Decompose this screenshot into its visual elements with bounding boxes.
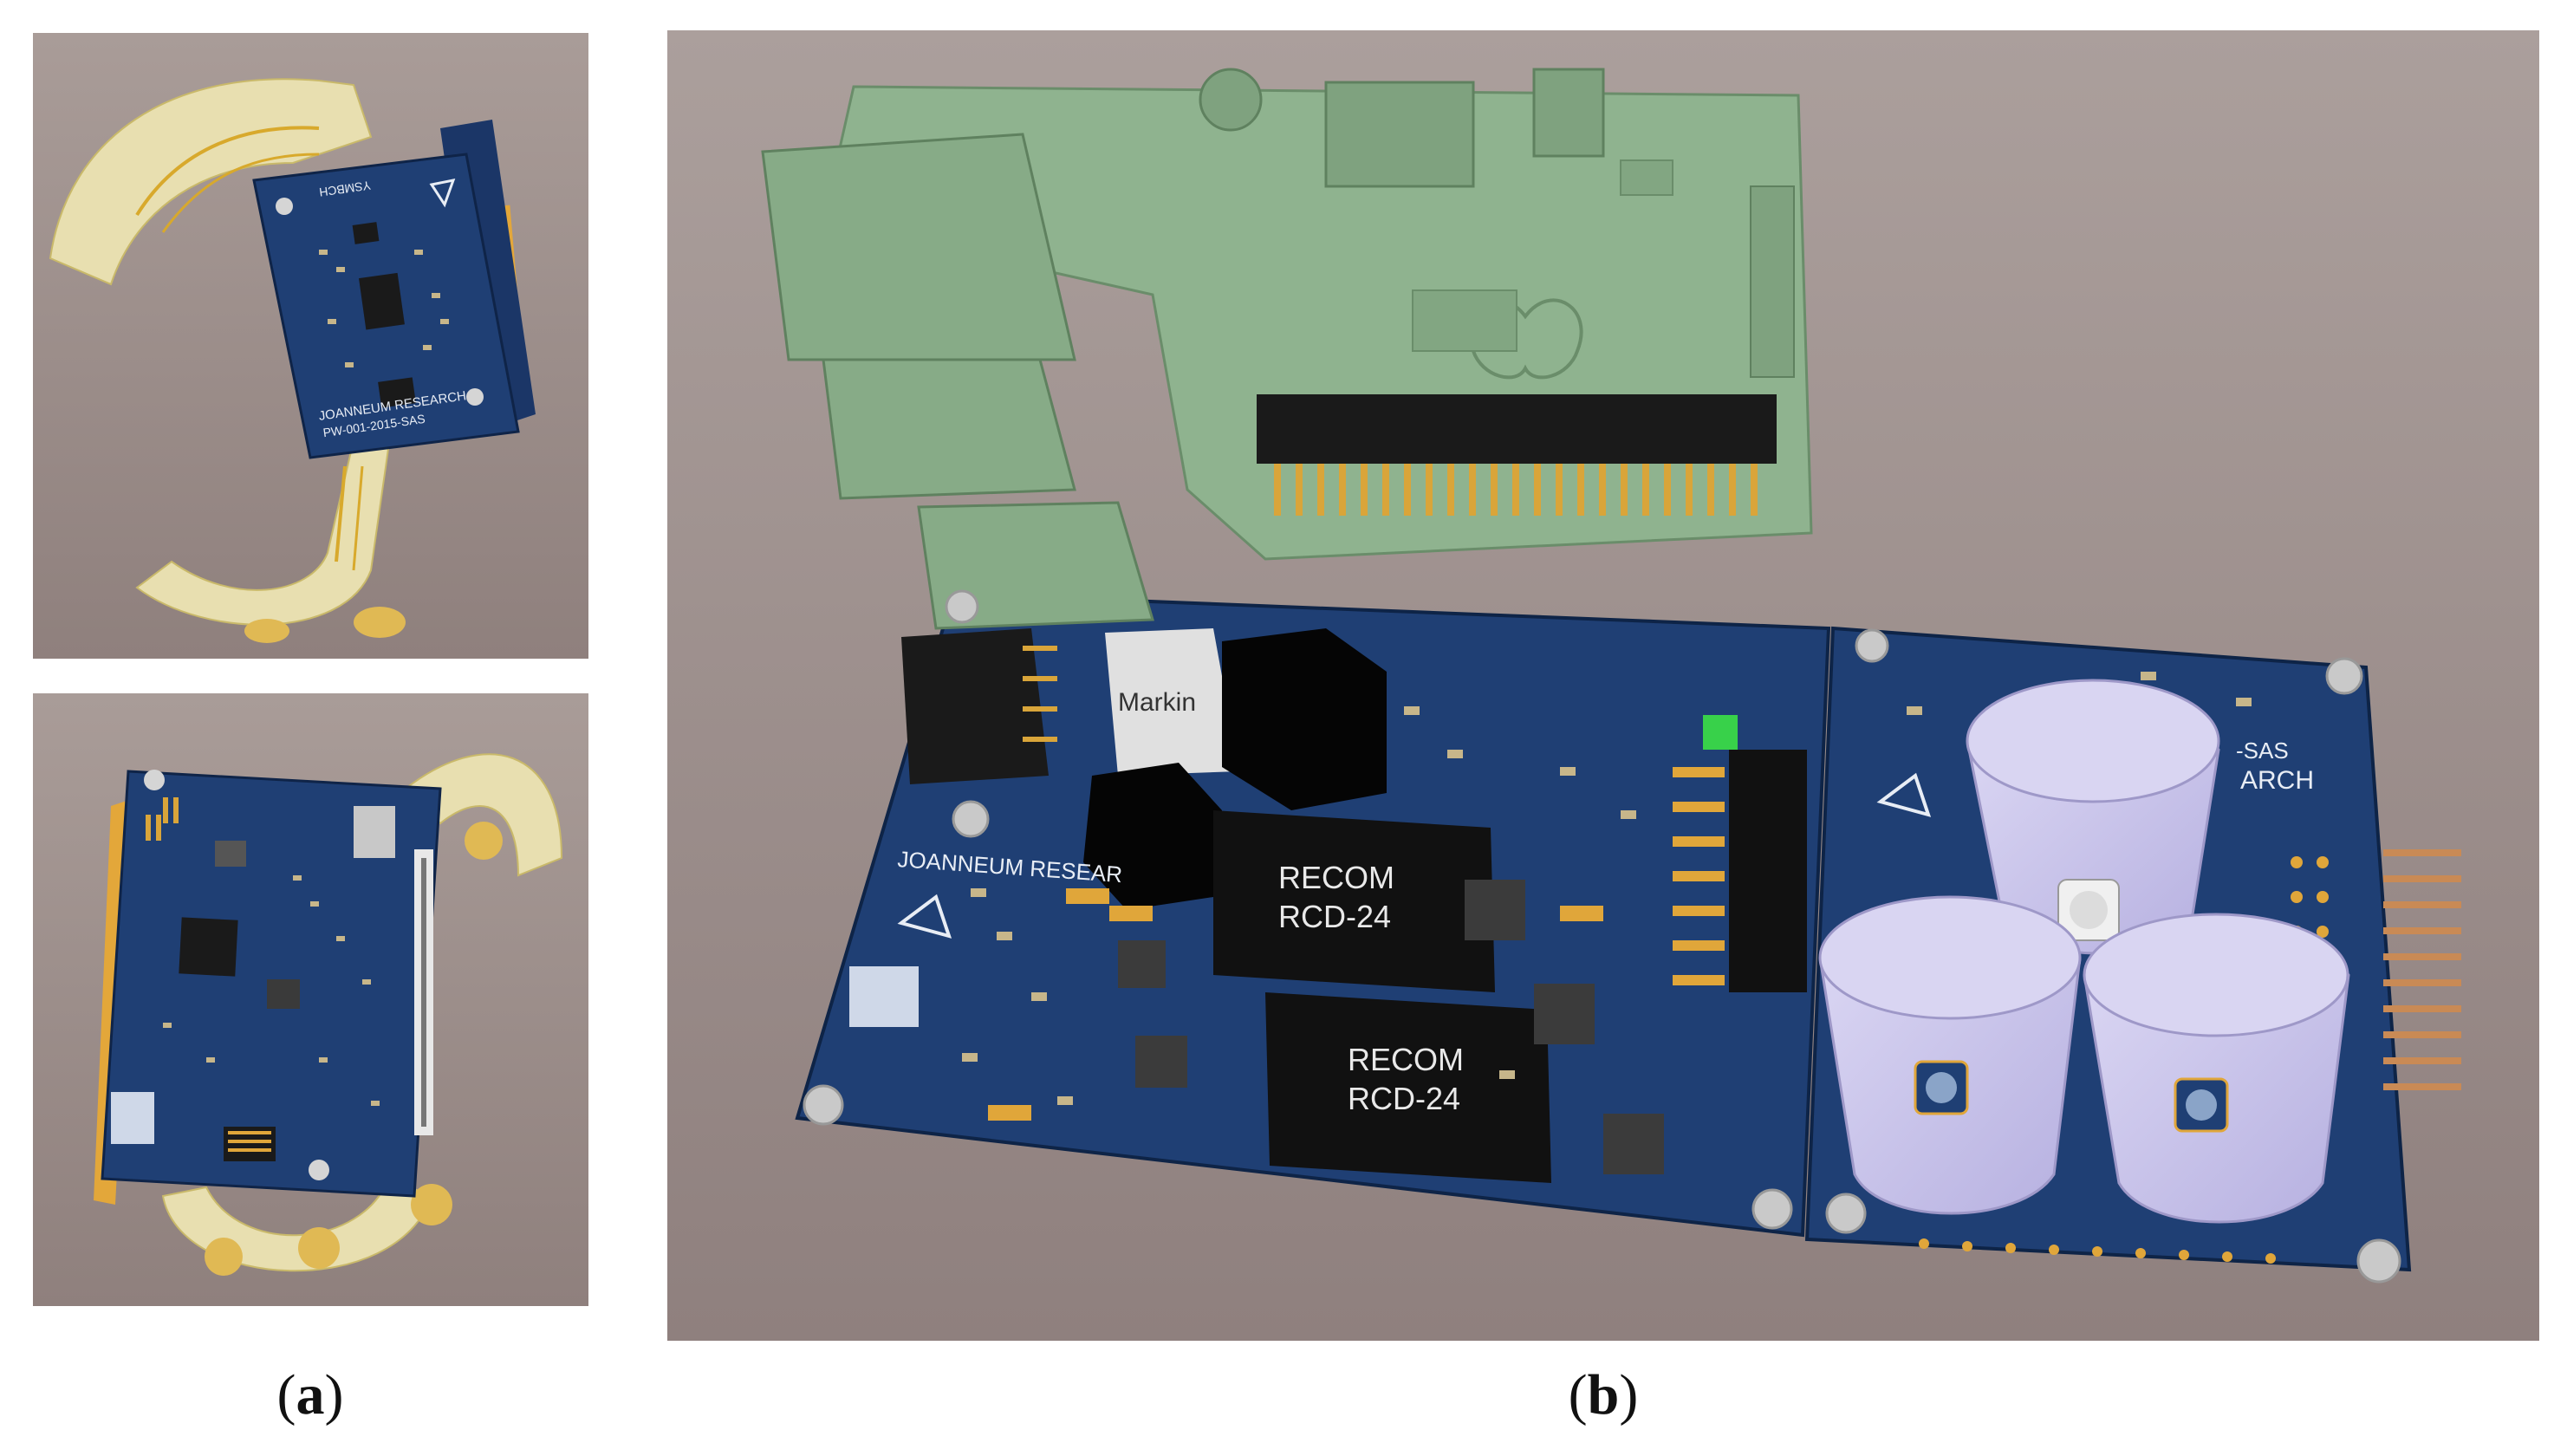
- recom-2-label: RECOM: [1348, 1042, 1464, 1077]
- reflector-cone-left: [1818, 895, 2082, 1215]
- recom-module-2: RECOM RCD-24: [1265, 992, 1551, 1183]
- panel-a-top-render: YSMBCH JOANNEUM RESEARCH PW-001-2015-SAS: [33, 33, 588, 659]
- reflector-cone-right: [2083, 913, 2350, 1224]
- brand-right-top: -SAS: [2236, 738, 2289, 764]
- panel-b-render: Markin RECOM RCD-24 RECOM RCD-24: [667, 30, 2539, 1341]
- recom-1-sub: RCD-24: [1278, 899, 1391, 934]
- recom-2-sub: RCD-24: [1348, 1081, 1460, 1116]
- inductor-large: [1222, 628, 1387, 810]
- reflector-cone-top: [1966, 679, 2220, 955]
- caption-b-letter: b: [1587, 1363, 1620, 1427]
- recom-module-1: RECOM RCD-24: [1213, 810, 1495, 992]
- brand-right: ARCH: [2240, 766, 2314, 795]
- flex-strap-top: [49, 78, 373, 286]
- marking-label: Markin: [1118, 688, 1196, 717]
- caption-b: (b): [1568, 1363, 1639, 1427]
- dip-ic: [1729, 750, 1807, 992]
- inductor-small: [1083, 763, 1222, 910]
- green-led: [1703, 715, 1738, 750]
- panel-a-bottom-render: [33, 693, 588, 1306]
- flex-strap-bottom: [135, 439, 390, 626]
- gpio-header: [1257, 394, 1777, 464]
- recom-1-label: RECOM: [1278, 860, 1394, 895]
- caption-a: (a): [276, 1363, 344, 1427]
- gpio-pins: [1274, 464, 1758, 516]
- power-connector: [901, 628, 1049, 784]
- caption-a-letter: a: [296, 1363, 325, 1427]
